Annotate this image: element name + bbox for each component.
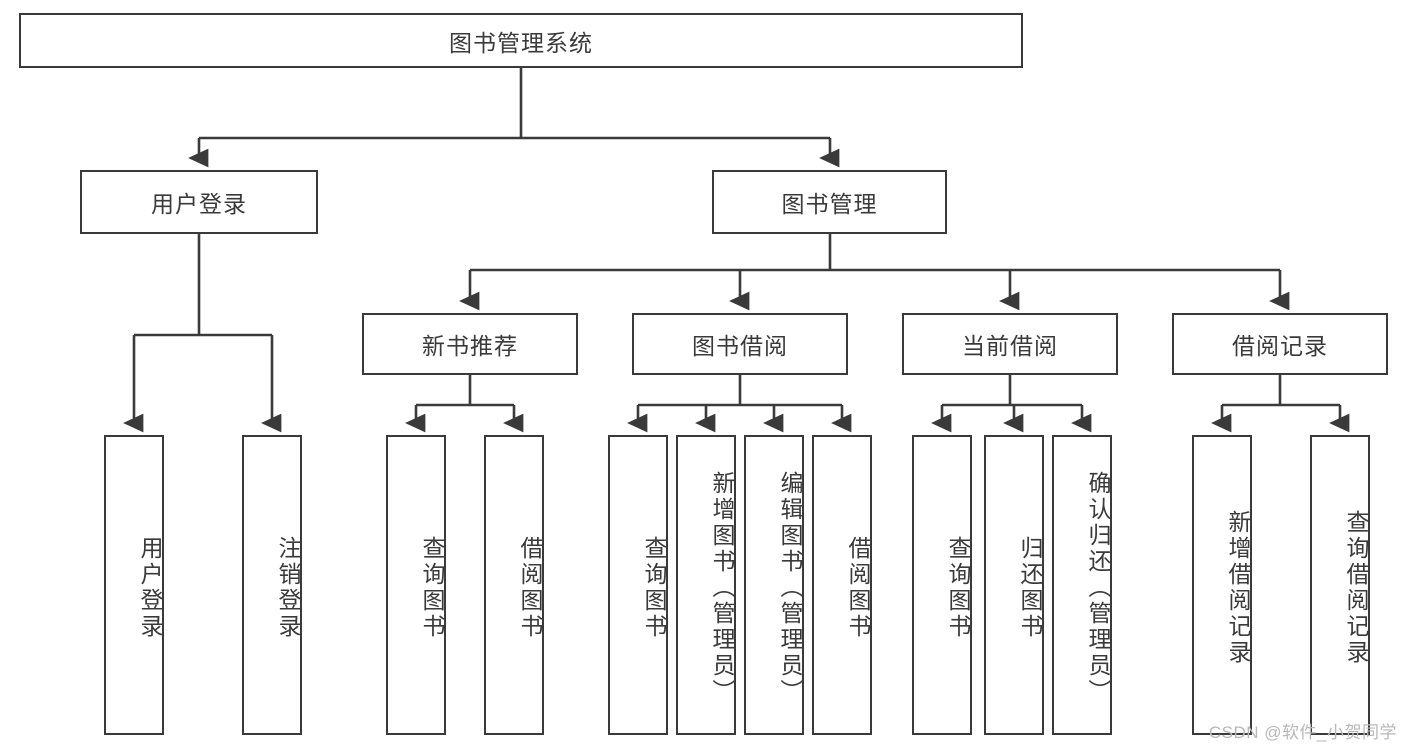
node-leaf-query-book-recommend-label: 查询图书 bbox=[419, 536, 445, 640]
node-leaf-query-book-current[interactable]: 查询图书 bbox=[912, 435, 972, 735]
csdn-watermark: CSDN @软件_小贺同学 bbox=[1208, 723, 1397, 742]
node-leaf-logout-label: 注销登录 bbox=[275, 536, 301, 640]
node-leaf-return-book-label: 归还图书 bbox=[1017, 536, 1043, 640]
node-leaf-add-book-admin[interactable]: 新增图书（管理员） bbox=[676, 435, 736, 735]
node-book-management-label: 图书管理 bbox=[781, 191, 878, 217]
node-leaf-add-book-admin-label: 新增图书（管理员） bbox=[709, 471, 735, 705]
node-borrow-record[interactable]: 借阅记录 bbox=[1172, 313, 1388, 375]
node-leaf-logout[interactable]: 注销登录 bbox=[242, 435, 302, 735]
node-leaf-edit-book-admin[interactable]: 编辑图书（管理员） bbox=[744, 435, 804, 735]
node-leaf-borrow-book-recommend[interactable]: 借阅图书 bbox=[484, 435, 544, 735]
node-new-book-recommend-label: 新书推荐 bbox=[422, 333, 518, 359]
node-leaf-edit-book-admin-label: 编辑图书（管理员） bbox=[777, 471, 803, 705]
node-leaf-confirm-return-admin[interactable]: 确认归还（管理员） bbox=[1052, 435, 1112, 735]
node-new-book-recommend[interactable]: 新书推荐 bbox=[362, 313, 578, 375]
node-leaf-confirm-return-admin-label: 确认归还（管理员） bbox=[1085, 471, 1111, 705]
node-current-borrow[interactable]: 当前借阅 bbox=[902, 313, 1118, 375]
node-leaf-borrow-book-recommend-label: 借阅图书 bbox=[517, 536, 543, 640]
node-book-borrow-label: 图书借阅 bbox=[692, 333, 788, 359]
node-leaf-user-login[interactable]: 用户登录 bbox=[104, 435, 164, 735]
node-leaf-query-book-borrow-label: 查询图书 bbox=[641, 536, 667, 640]
node-leaf-return-book[interactable]: 归还图书 bbox=[984, 435, 1044, 735]
node-leaf-query-borrow-record-label: 查询借阅记录 bbox=[1343, 510, 1369, 666]
node-leaf-borrow-book[interactable]: 借阅图书 bbox=[812, 435, 872, 735]
node-leaf-borrow-book-label: 借阅图书 bbox=[845, 536, 871, 640]
node-leaf-add-borrow-record[interactable]: 新增借阅记录 bbox=[1192, 435, 1252, 735]
node-book-management[interactable]: 图书管理 bbox=[712, 170, 947, 234]
node-borrow-record-label: 借阅记录 bbox=[1232, 333, 1328, 359]
node-book-borrow[interactable]: 图书借阅 bbox=[632, 313, 848, 375]
node-leaf-query-borrow-record[interactable]: 查询借阅记录 bbox=[1310, 435, 1370, 735]
node-leaf-user-login-label: 用户登录 bbox=[137, 536, 163, 640]
node-leaf-query-book-recommend[interactable]: 查询图书 bbox=[386, 435, 446, 735]
node-user-login[interactable]: 用户登录 bbox=[80, 170, 318, 234]
node-user-login-label: 用户登录 bbox=[151, 191, 247, 217]
node-current-borrow-label: 当前借阅 bbox=[962, 333, 1058, 359]
node-leaf-add-borrow-record-label: 新增借阅记录 bbox=[1225, 510, 1251, 666]
node-root[interactable]: 图书管理系统 bbox=[19, 13, 1023, 68]
node-root-label: 图书管理系统 bbox=[449, 29, 593, 56]
node-leaf-query-book-current-label: 查询图书 bbox=[945, 536, 971, 640]
node-leaf-query-book-borrow[interactable]: 查询图书 bbox=[608, 435, 668, 735]
